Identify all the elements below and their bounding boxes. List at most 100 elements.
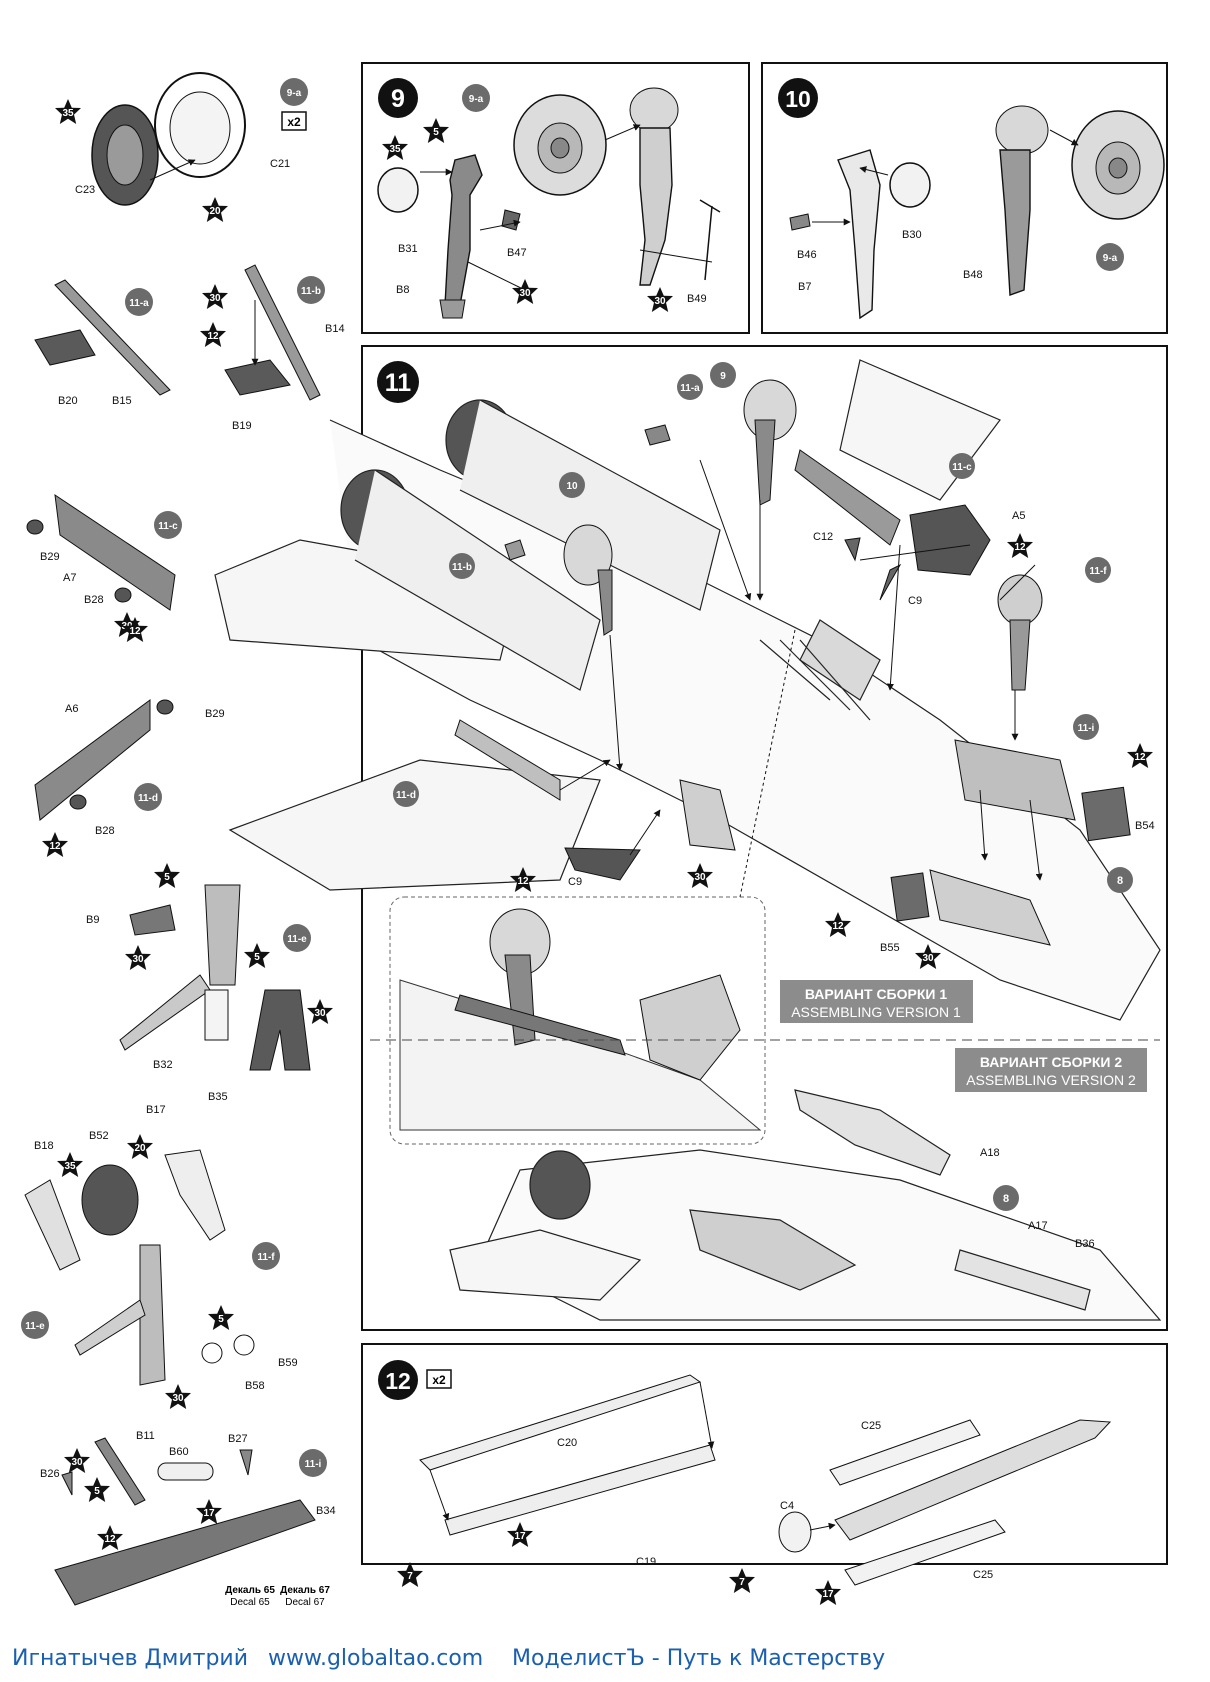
svg-text:17: 17 (203, 1508, 215, 1519)
step11-parts (454, 379, 1131, 946)
paint-code-star: 30 (165, 1384, 191, 1409)
part-label: B18 (34, 1140, 54, 1152)
svg-text:30: 30 (654, 296, 666, 307)
aircraft-underside-version-1 (214, 359, 1161, 1021)
part-label: B11 (136, 1430, 155, 1442)
step11-callout-8: 8 (1117, 875, 1123, 887)
subassembly-11c: 11-c (26, 493, 182, 611)
paint-code-star: 20 (202, 197, 228, 222)
step-9-panel: 9 9-a (361, 62, 750, 334)
part-label: B7 (798, 281, 811, 293)
main-wheel-10-drawing (1071, 110, 1165, 220)
part-label: B26 (40, 1468, 60, 1480)
tag-9a-multiplier: x2 (287, 115, 301, 129)
tag-9a: 9-a (287, 88, 302, 99)
strut-b48-drawing (995, 105, 1049, 296)
decal-65-ru: Декаль 65 (225, 1585, 275, 1596)
step11-callout-11a: 11-a (680, 383, 700, 394)
part-label: B48 (963, 269, 983, 281)
paint-code-star: 7 (729, 1568, 755, 1593)
paint-code-star: 20 (127, 1134, 153, 1159)
svg-text:30: 30 (71, 1457, 83, 1468)
paint-code-star: 17 (815, 1580, 841, 1605)
paint-code-star: 30 (512, 279, 538, 304)
variant-2-ru: ВАРИАНТ СБОРКИ 2 (980, 1054, 1122, 1070)
svg-text:7: 7 (739, 1577, 745, 1588)
strut-b7-drawing (837, 149, 881, 320)
paint-code-star: 12 (825, 912, 851, 937)
tag-11f: 11-f (257, 1252, 275, 1263)
tag-11c: 11-c (158, 521, 178, 532)
decal-67-ru: Декаль 67 (280, 1585, 330, 1596)
svg-text:35: 35 (64, 1161, 76, 1172)
svg-text:30: 30 (314, 1008, 326, 1019)
variant-1-en: ASSEMBLING VERSION 1 (791, 1004, 961, 1020)
paint-code-star: 5 (84, 1477, 110, 1502)
step-9-number: 9 (391, 85, 405, 113)
paint-code-star: 5 (423, 118, 449, 143)
paint-code-star: 12 (1127, 743, 1153, 768)
part-label: B31 (398, 243, 418, 255)
part-label: C12 (813, 531, 833, 543)
part-label: B35 (208, 1091, 228, 1103)
aircraft-underside-version-2 (449, 1089, 1162, 1321)
part-label: B55 (880, 942, 900, 954)
part-label: B9 (86, 914, 99, 926)
part-label: C9 (908, 595, 922, 607)
step-12-number: 12 (385, 1368, 411, 1394)
paint-code-star: 30 (202, 284, 228, 309)
tag-11e-in-11f: 11-e (25, 1321, 45, 1332)
svg-text:30: 30 (132, 954, 144, 965)
main-wheel-9a-drawing (513, 94, 607, 196)
tag-11d: 11-d (138, 793, 158, 804)
paint-code-star: 12 (1007, 533, 1033, 558)
step11-callout-8-v2: 8 (1003, 1193, 1009, 1205)
paint-code-markers: 3520301230121253053035205303051217355303… (42, 99, 1153, 1605)
part-label: A18 (980, 1147, 1000, 1159)
step-12-multiplier: x2 (432, 1373, 446, 1387)
svg-text:17: 17 (822, 1589, 834, 1600)
part-label: B19 (232, 420, 252, 432)
step-11-panel: 11 (214, 345, 1168, 1331)
part-label: C19 (636, 1556, 656, 1568)
part-label: C20 (557, 1437, 577, 1449)
tag-11a: 11-a (129, 298, 149, 309)
part-label: B59 (278, 1357, 298, 1369)
tag-11e: 11-e (287, 934, 307, 945)
step-10-panel: 10 9-a (761, 62, 1168, 334)
paint-code-star: 30 (647, 287, 673, 312)
part-label: B58 (245, 1380, 265, 1392)
subassembly-11e: 11-e (119, 884, 311, 1071)
footer-site-link[interactable]: www.globaltao.com (268, 1646, 484, 1671)
svg-text:12: 12 (49, 841, 61, 852)
part-label: C9 (568, 876, 582, 888)
svg-text:12: 12 (1014, 542, 1026, 553)
paint-code-star: 12 (97, 1525, 123, 1550)
missile-halves-c19-c20 (419, 1374, 716, 1536)
step11-callout-9: 9 (720, 371, 726, 382)
strut-b49-drawing (629, 87, 721, 286)
svg-text:5: 5 (164, 872, 170, 883)
part-label: B20 (58, 395, 78, 407)
part-label: B52 (89, 1130, 109, 1142)
part-label: A5 (1012, 510, 1025, 522)
step11-callout-10: 10 (566, 481, 578, 492)
svg-text:12: 12 (104, 1534, 116, 1545)
svg-text:5: 5 (433, 127, 439, 138)
step-12-panel: 12 x2 (361, 1343, 1168, 1586)
svg-text:35: 35 (62, 108, 74, 119)
paint-code-star: 30 (64, 1448, 90, 1473)
part-label: C25 (973, 1569, 993, 1581)
tag-11i: 11-i (305, 1459, 322, 1470)
part-label: B32 (153, 1059, 173, 1071)
part-label: B29 (205, 708, 225, 720)
part-label: B34 (316, 1505, 336, 1517)
svg-text:5: 5 (218, 1314, 224, 1325)
svg-text:30: 30 (694, 872, 706, 883)
step11-callout-11i: 11-i (1078, 723, 1095, 734)
svg-text:20: 20 (134, 1143, 146, 1154)
paint-code-star: 30 (915, 944, 941, 969)
part-label: C4 (780, 1500, 794, 1512)
svg-text:12: 12 (207, 331, 219, 342)
decal-67-en: Decal 67 (285, 1597, 325, 1608)
